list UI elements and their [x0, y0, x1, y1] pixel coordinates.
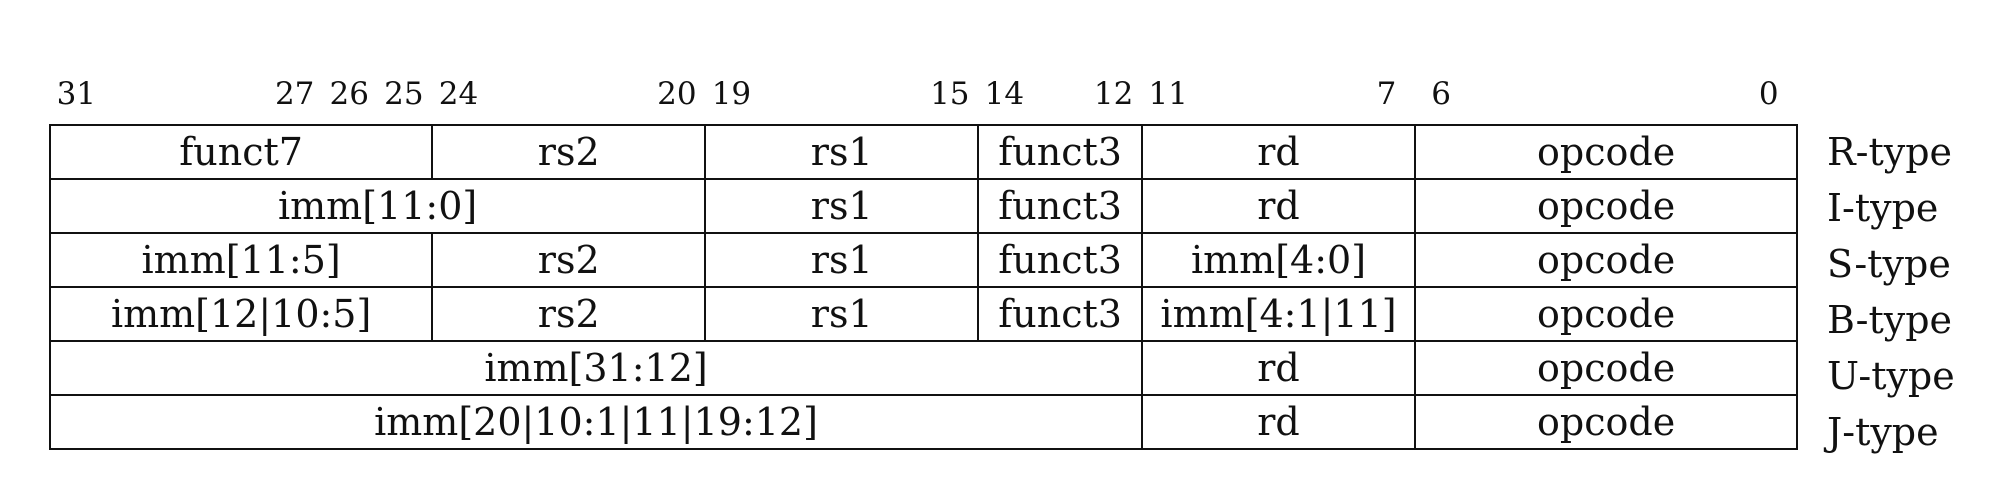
- field-cell: rs2: [431, 124, 707, 180]
- field-cell: rs1: [704, 232, 980, 288]
- field-cell: rd: [1141, 178, 1417, 234]
- format-type-label: B-type: [1827, 298, 1953, 342]
- bit-label: 25: [384, 76, 424, 112]
- field-cell: funct3: [977, 232, 1144, 288]
- field-cell: imm[4:1|11]: [1141, 286, 1417, 342]
- field-cell: funct3: [977, 286, 1144, 342]
- bit-label: 24: [438, 76, 479, 112]
- field-cell: opcode: [1414, 340, 1799, 396]
- bit-label: 27: [274, 76, 315, 112]
- field-cell: imm[12|10:5]: [48, 286, 434, 342]
- field-cell: funct3: [977, 124, 1144, 180]
- bit-label: 14: [984, 76, 1025, 112]
- field-cell: opcode: [1414, 394, 1799, 450]
- field-cell: rs1: [704, 178, 980, 234]
- field-cell: rs1: [704, 286, 980, 342]
- bit-label: 19: [711, 76, 752, 112]
- bit-label: 26: [329, 76, 369, 112]
- bit-label: 7: [1376, 76, 1397, 112]
- field-cell: opcode: [1414, 286, 1799, 342]
- field-cell: opcode: [1414, 124, 1799, 180]
- format-type-label: I-type: [1827, 186, 1939, 230]
- field-cell: rs2: [431, 286, 707, 342]
- format-type-label: J-type: [1827, 410, 1939, 454]
- field-cell: rd: [1141, 124, 1417, 180]
- format-type-label: S-type: [1827, 242, 1951, 286]
- bit-label: 15: [930, 76, 970, 112]
- field-cell: rs1: [704, 124, 980, 180]
- field-cell: rd: [1141, 340, 1417, 396]
- field-cell: imm[31:12]: [48, 340, 1144, 396]
- format-type-label: U-type: [1827, 354, 1955, 398]
- field-cell: rd: [1141, 394, 1417, 450]
- bit-label: 6: [1431, 76, 1452, 112]
- field-cell: imm[20|10:1|11|19:12]: [48, 394, 1144, 450]
- field-cell: imm[11:5]: [48, 232, 434, 288]
- field-cell: funct3: [977, 178, 1144, 234]
- field-cell: opcode: [1414, 232, 1799, 288]
- bit-label: 20: [657, 76, 697, 112]
- field-cell: rs2: [431, 232, 707, 288]
- bit-label: 11: [1148, 76, 1188, 112]
- format-type-label: R-type: [1827, 130, 1953, 174]
- bit-label: 31: [56, 76, 97, 112]
- field-cell: opcode: [1414, 178, 1799, 234]
- bit-label: 0: [1758, 76, 1779, 112]
- field-cell: funct7: [48, 124, 434, 180]
- bit-label: 12: [1093, 76, 1134, 112]
- field-cell: imm[11:0]: [48, 178, 707, 234]
- field-cell: imm[4:0]: [1141, 232, 1417, 288]
